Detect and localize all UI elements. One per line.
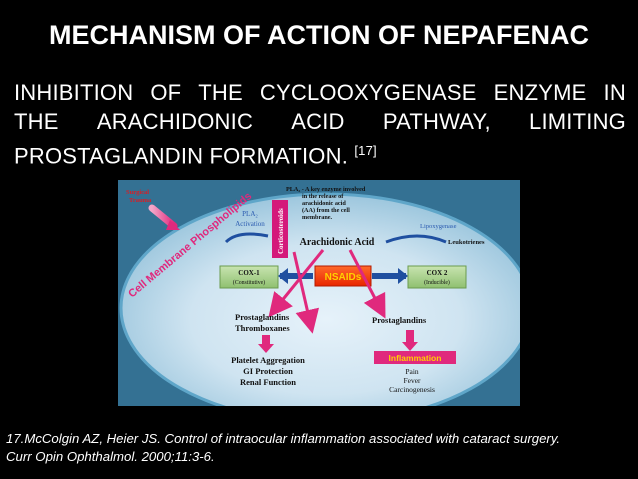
effects-left: Platelet Aggregation GI Protection Renal… [231, 355, 305, 387]
lipoxygenase-arrow [385, 234, 447, 244]
pla2-arrow [224, 232, 269, 244]
citation-marker: [17] [354, 143, 377, 158]
svg-text:Prostaglandins: Prostaglandins [235, 312, 290, 322]
inflammation-box [374, 351, 456, 364]
svg-text:(AA) from the cell: (AA) from the cell [302, 207, 350, 214]
cox2-label: COX 2 [427, 269, 448, 277]
subtitle-line-1: INHIBITION OF THE CYCLOOXYGENASE ENZYME … [14, 78, 626, 107]
subtitle-word: LIMITING [529, 109, 626, 134]
corticosteroids-label: Corticosteroids [277, 208, 285, 254]
nsaids-label: NSAIDs [325, 272, 362, 283]
cell-ellipse [119, 192, 520, 406]
arachidonic-acid-label: Arachidonic Acid [300, 237, 375, 248]
subtitle-word: PATHWAY, [382, 109, 491, 134]
slide-title: MECHANISM OF ACTION OF NEPAFENAC [49, 20, 589, 50]
subtitle-word: CYCLOOXYGENASE [259, 80, 477, 105]
pla2-note: PLA₂ - A key enzyme involved in the rele… [286, 186, 366, 221]
cox2-sub: (Inducible) [424, 279, 450, 286]
svg-text:Pain: Pain [405, 367, 419, 376]
subtitle-word: ENZYME [493, 80, 587, 105]
subtitle-word: OF [150, 80, 182, 105]
subtitle-word: ARACHIDONIC [96, 109, 254, 134]
cox2-box [407, 265, 467, 289]
reference-line-2: Curr Opin Ophthalmol. 2000;11:3-6. [6, 449, 215, 464]
leukotrienes-label: Leukotrienes [448, 239, 485, 246]
svg-text:Carcinogenesis: Carcinogenesis [389, 385, 435, 394]
corticosteroids-bar [272, 200, 288, 258]
pathway-diagram: Surgical Trauma Cell Membrane Phospholip… [118, 180, 520, 406]
cox1-sub: (Constitutive) [233, 279, 265, 286]
subtitle-word: THE [14, 109, 59, 134]
inflammation-label: Inflammation [389, 353, 442, 363]
svg-text:Fever: Fever [403, 376, 421, 385]
cortico-arrow [292, 251, 320, 334]
svg-text:Activation: Activation [235, 220, 265, 228]
pg-right: Prostaglandins [372, 315, 427, 325]
reference-line-1: 17.McColgin AZ, Heier JS. Control of int… [6, 431, 561, 446]
svg-text:Renal Function: Renal Function [240, 377, 296, 387]
aa-to-pg-right-arrow [348, 249, 386, 319]
svg-text:membrane.: membrane. [302, 214, 333, 221]
subtitle-word: IN [603, 80, 626, 105]
svg-text:Thromboxanes: Thromboxanes [235, 323, 290, 333]
cox1-label: COX-1 [238, 269, 260, 277]
trauma-arrowhead [166, 220, 180, 230]
subtitle-line-2: THE ARACHIDONIC ACID PATHWAY, LIMITING [14, 107, 626, 136]
pla2-activation-label: PLA₂ Activation [235, 210, 265, 228]
svg-text:GI Protection: GI Protection [243, 366, 293, 376]
svg-text:Platelet Aggregation: Platelet Aggregation [231, 355, 305, 365]
subtitle-line-3-text: PROSTAGLANDIN FORMATION. [14, 143, 349, 169]
nsaids-box [314, 265, 372, 287]
cox1-box [219, 265, 279, 289]
reference-citation: 17.McColgin AZ, Heier JS. Control of int… [6, 430, 634, 466]
svg-text:PLA₂ - A key enzyme involved: PLA₂ - A key enzyme involved [286, 186, 366, 193]
effects-right: Pain Fever Carcinogenesis [389, 367, 435, 394]
surgical-trauma-label: Surgical Trauma [126, 189, 152, 204]
pg-left: Prostaglandins Thromboxanes [235, 312, 290, 333]
slide-subtitle: INHIBITION OF THE CYCLOOXYGENASE ENZYME … [14, 78, 626, 170]
subtitle-word: ACID [291, 109, 345, 134]
subtitle-word: INHIBITION [14, 80, 134, 105]
svg-text:arachidonic acid: arachidonic acid [302, 200, 346, 207]
lipoxygenase-label: Lipoxygenase [420, 223, 457, 230]
svg-text:PLA₂: PLA₂ [242, 210, 258, 218]
subtitle-word: THE [198, 80, 243, 105]
svg-text:in the release of: in the release of [302, 193, 344, 200]
subtitle-line-3: PROSTAGLANDIN FORMATION. [17] [14, 136, 626, 170]
